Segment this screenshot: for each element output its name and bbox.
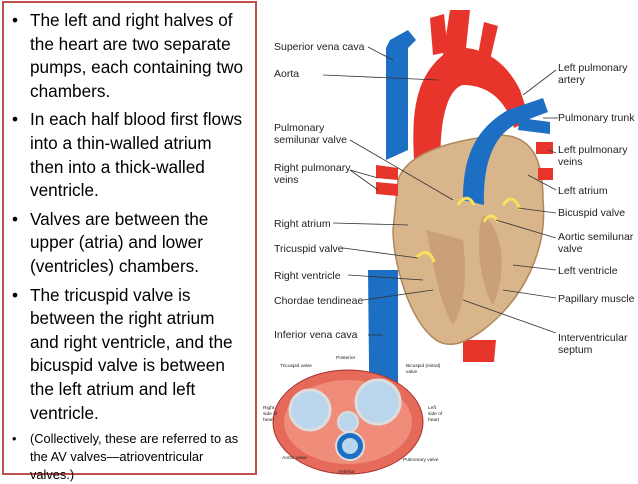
bullet-item: • Valves are between the upper (atria) an… <box>12 208 247 279</box>
left-pulmonary-vein <box>538 168 553 180</box>
bullet-text: The left and right halves of the heart a… <box>30 10 244 101</box>
bullet-item: • The left and right halves of the heart … <box>12 9 247 103</box>
inset-label-right-side-1: Right <box>263 406 275 411</box>
bullet-item: • In each half blood first flows into a t… <box>12 108 247 202</box>
bicuspid-valve-shape <box>501 197 522 211</box>
leader-lines <box>322 46 558 336</box>
bullet-item: • The tricuspid valve is between the righ… <box>12 284 247 426</box>
inset-tricuspid-valve <box>288 388 332 432</box>
inset-bicuspid-valve <box>354 378 402 426</box>
bullet-dot: • <box>12 208 19 229</box>
bullet-text: In each half blood first flows into a th… <box>30 109 243 201</box>
bullet-dot: • <box>12 431 17 447</box>
bullet-item: • (Collectively, these are referred to as… <box>12 430 247 484</box>
label-right-ventricle: Right ventricle <box>274 270 341 282</box>
label-pulmonary-semilunar-valve-2: semilunar valve <box>274 134 347 146</box>
label-tricuspid-valve: Tricuspid valve <box>274 243 344 255</box>
inset-aortic-valve <box>337 411 359 433</box>
label-aortic-semilunar-valve-2: valve <box>558 243 583 255</box>
label-left-pulmonary-artery-2: artery <box>558 74 585 86</box>
label-bicuspid-valve: Bicuspid valve <box>558 207 626 219</box>
label-aorta: Aorta <box>274 68 300 80</box>
inset-label-pulmonary-valve: Pulmonary valve <box>403 458 439 463</box>
label-pulmonary-trunk: Pulmonary trunk <box>558 112 635 124</box>
label-interventricular-septum-1: Interventricular <box>558 332 628 344</box>
label-right-pulmonary-veins-2: veins <box>274 174 299 186</box>
label-left-pulmonary-veins-2: veins <box>558 156 583 168</box>
inset-label-left-side-1: Left <box>428 406 437 411</box>
inset-label-right-side-3: heart <box>263 418 274 423</box>
bullet-text: The tricuspid valve is between the right… <box>30 284 233 423</box>
inset-label-right-side-2: side of <box>263 412 278 417</box>
label-left-pulmonary-veins-1: Left pulmonary <box>558 144 628 156</box>
bullet-text: (Collectively, these are referred to as … <box>30 431 239 483</box>
bullet-text: Valves are between the upper (atria) and… <box>30 208 209 276</box>
valve-inset <box>272 369 424 475</box>
aorta-shape <box>413 10 530 200</box>
label-left-ventricle: Left ventricle <box>558 265 618 277</box>
inset-label-anterior: Anterior <box>338 470 355 475</box>
inset-label-tricuspid-valve: Tricuspid valve <box>280 364 312 369</box>
label-pulmonary-semilunar-valve-1: Pulmonary <box>274 122 325 134</box>
heart-illustration <box>272 10 558 475</box>
heart-figure: Superior vena cava Aorta Pulmonary semil… <box>258 0 638 478</box>
inset-label-posterior: Posterior <box>336 356 356 361</box>
superior-vena-cava-shape <box>386 30 416 160</box>
inset-label-bicuspid-valve-2: valve <box>406 370 418 375</box>
bullet-list: • The left and right halves of the heart … <box>4 3 255 484</box>
label-left-atrium: Left atrium <box>558 185 608 197</box>
pulmonary-trunk-shape <box>463 98 548 205</box>
label-chordae-tendineae: Chordae tendineae <box>274 295 364 307</box>
label-interventricular-septum-2: septum <box>558 344 593 356</box>
aortic-branch <box>478 22 498 60</box>
ventricle-inner <box>426 230 465 325</box>
right-pulmonary-vein <box>376 182 398 196</box>
label-inferior-vena-cava: Inferior vena cava <box>274 329 358 341</box>
inset-label-left-side-2: side of <box>428 412 443 417</box>
bullet-dot: • <box>12 109 19 130</box>
label-aortic-semilunar-valve-1: Aortic semilunar <box>558 231 634 243</box>
pulmonary-semilunar-valve-shape <box>456 196 476 206</box>
inset-label-aortic-valve: Aortic valve <box>282 456 307 461</box>
inset-label-bicuspid-valve-1: Bicuspid (mitral) <box>406 364 441 369</box>
inset-label-left-side-3: heart <box>428 418 439 423</box>
label-superior-vena-cava: Superior vena cava <box>274 41 365 53</box>
bullet-dot: • <box>12 284 19 305</box>
tricuspid-valve-shape <box>414 251 436 263</box>
label-right-atrium: Right atrium <box>274 218 331 230</box>
left-pulmonary-vein <box>536 142 553 154</box>
label-right-pulmonary-veins-1: Right pulmonary <box>274 162 351 174</box>
inset-pulmonary-valve-center <box>342 438 358 454</box>
right-pulmonary-vein <box>376 165 398 180</box>
pulmonary-branch <box>518 118 550 134</box>
text-panel: • The left and right halves of the heart … <box>2 1 257 482</box>
descending-aorta <box>463 340 496 362</box>
ventricle-inner <box>478 215 502 305</box>
label-papillary-muscle: Papillary muscle <box>558 293 635 305</box>
aortic-branch <box>430 14 448 55</box>
bullet-dot: • <box>12 10 19 30</box>
label-left-pulmonary-artery-1: Left pulmonary <box>558 62 628 74</box>
